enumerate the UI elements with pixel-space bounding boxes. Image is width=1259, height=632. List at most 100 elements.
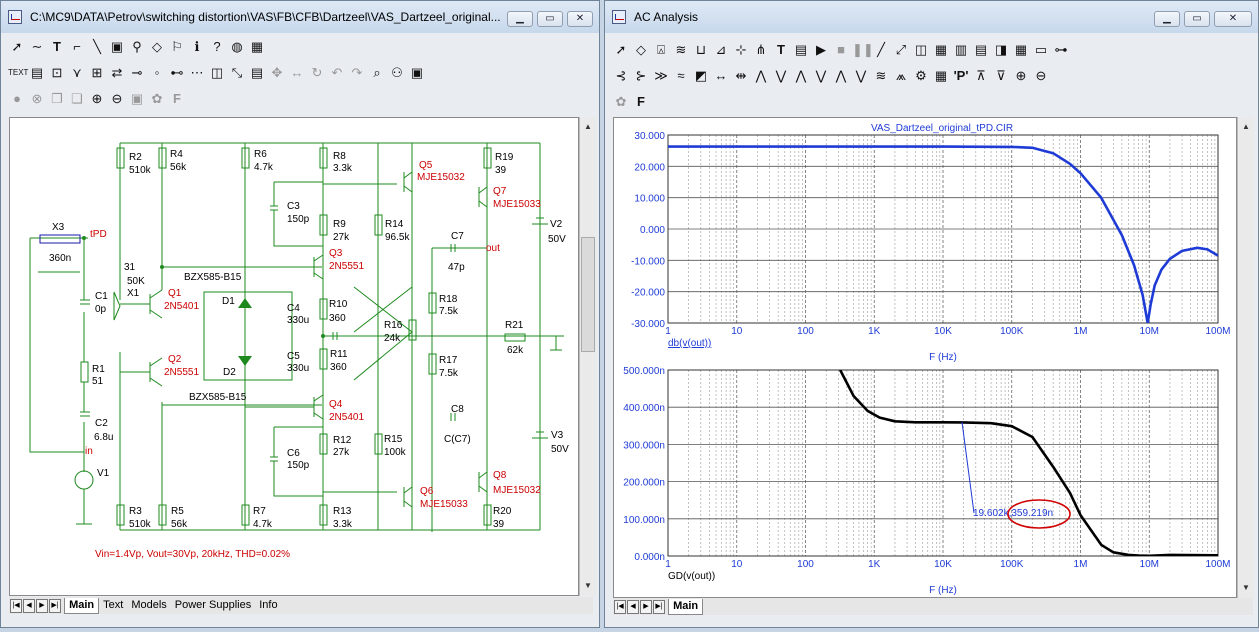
text-tool-icon[interactable]: T: [53, 39, 61, 54]
binoculars-icon[interactable]: ⚇: [391, 65, 403, 80]
flag-icon[interactable]: ⚐: [171, 39, 183, 54]
tab-text[interactable]: Text: [103, 599, 124, 611]
scroll-up-arrow-icon[interactable]: ▲: [584, 122, 592, 131]
cursor-h2-icon[interactable]: ⇹: [735, 68, 747, 83]
step2-icon[interactable]: ↷: [351, 65, 363, 80]
zoom-out-icon[interactable]: ⊖: [1035, 68, 1047, 83]
help-icon[interactable]: ?: [213, 39, 221, 54]
properties-icon[interactable]: ▤: [250, 65, 264, 80]
stretch-icon[interactable]: ↔: [290, 65, 304, 80]
tag-mode2-icon[interactable]: ⊽: [996, 68, 1006, 83]
point-tag-icon[interactable]: ⊹: [735, 42, 747, 57]
pin-connections-icon[interactable]: ⊸: [131, 65, 143, 80]
analysis-close-button[interactable]: ✕: [1214, 11, 1252, 27]
move-icon[interactable]: ✥: [271, 65, 283, 80]
valley2-icon[interactable]: ⋁: [815, 68, 827, 83]
peak2-icon[interactable]: ⋀: [795, 68, 807, 83]
font-icon[interactable]: F: [173, 91, 181, 106]
last-page-icon[interactable]: ▶|: [653, 600, 665, 614]
camera-icon[interactable]: ▣: [130, 91, 144, 106]
scroll-down-arrow-icon[interactable]: ▼: [584, 581, 592, 590]
mirror-icon[interactable]: ⤡: [231, 65, 243, 80]
diag-wire-icon[interactable]: ╲: [93, 39, 101, 54]
analysis-title-bar[interactable]: AC Analysis ▁ ▭ ✕: [605, 1, 1258, 33]
step-icon[interactable]: ↶: [331, 65, 343, 80]
table1-icon[interactable]: ▥: [954, 42, 968, 57]
font-icon[interactable]: F: [637, 94, 645, 109]
prev-page-icon[interactable]: ◀: [23, 599, 35, 613]
schematic-canvas[interactable]: R2 510k R4 56k R6 4.7k R8 3.3k Q5 MJE150…: [9, 117, 579, 596]
page-icon[interactable]: ◫: [210, 65, 224, 80]
schematic-title-bar[interactable]: C:\MC9\DATA\Petrov\switching distortion\…: [1, 1, 599, 33]
wave-icon[interactable]: ≈: [677, 68, 685, 83]
scroll-down-arrow-icon[interactable]: ▼: [1242, 583, 1250, 592]
tab-main[interactable]: Main: [64, 598, 100, 614]
close-button[interactable]: ✕: [567, 11, 593, 27]
window-icon[interactable]: ◫: [914, 42, 928, 57]
run-icon[interactable]: ▶: [816, 42, 826, 57]
maximize-button[interactable]: ▭: [537, 11, 563, 27]
on-icon[interactable]: ◦: [154, 65, 160, 80]
notes-icon[interactable]: ▣: [410, 65, 424, 80]
next-page-icon[interactable]: ▶: [640, 600, 652, 614]
palette-icon[interactable]: ✿: [615, 94, 627, 109]
cancel-icon[interactable]: ⊗: [31, 91, 43, 106]
shapes-icon[interactable]: ◇: [636, 42, 646, 57]
analysis-minimize-button[interactable]: ▁: [1154, 11, 1180, 27]
copy-icon[interactable]: ❐: [51, 91, 63, 106]
select-arrow-icon[interactable]: ➚: [11, 39, 23, 54]
table4-icon[interactable]: ▦: [1014, 42, 1028, 57]
grid-icon[interactable]: ▦: [934, 42, 948, 57]
table2-icon[interactable]: ▤: [974, 42, 988, 57]
line2-icon[interactable]: ⤢: [895, 42, 907, 57]
rotate-icon[interactable]: ↻: [311, 65, 323, 80]
last-page-icon[interactable]: ▶|: [49, 599, 61, 613]
tag-icon[interactable]: ⊿: [715, 42, 727, 57]
pause-icon[interactable]: ❚❚: [852, 42, 874, 57]
properties-icon[interactable]: ▤: [794, 42, 808, 57]
text-tool-icon[interactable]: T: [777, 42, 785, 57]
tag-mode-icon[interactable]: ⊼: [976, 68, 986, 83]
analysis-maximize-button[interactable]: ▭: [1184, 11, 1210, 27]
dots-icon[interactable]: ⋯: [190, 65, 204, 80]
tab-power-supplies[interactable]: Power Supplies: [174, 599, 252, 611]
chart-icon[interactable]: ◩: [694, 68, 708, 83]
wire-icon[interactable]: ∼: [31, 39, 43, 54]
schematic-vertical-scrollbar[interactable]: ▲ ▼: [579, 117, 596, 596]
grid-color-icon[interactable]: ▦: [250, 39, 264, 54]
text-mode-icon[interactable]: TEXT: [8, 68, 29, 77]
tab-models[interactable]: Models: [131, 599, 167, 611]
low-icon[interactable]: ⋁: [855, 68, 867, 83]
global-high-icon[interactable]: ⩕: [895, 68, 907, 83]
zoom-in-icon[interactable]: ⊕: [1015, 68, 1027, 83]
bus-icon[interactable]: ⊷: [170, 65, 184, 80]
info-icon[interactable]: ℹ: [194, 39, 200, 54]
select-arrow-icon[interactable]: ➚: [615, 42, 627, 57]
node-icon[interactable]: ⋎: [72, 65, 82, 80]
cursor-h-icon[interactable]: ↔: [714, 68, 728, 83]
find-icon[interactable]: ⌕: [373, 65, 381, 80]
table-icon[interactable]: ▦: [934, 68, 948, 83]
scale-icon[interactable]: ⍓: [657, 42, 665, 57]
minimize-button[interactable]: ▁: [507, 11, 533, 27]
orth-wire-icon[interactable]: ⌐: [73, 39, 81, 54]
table3-icon[interactable]: ◨: [994, 42, 1008, 57]
paste-icon[interactable]: ❏: [71, 91, 83, 106]
shapes-icon[interactable]: ◇: [152, 39, 162, 54]
palette-icon[interactable]: ✿: [151, 91, 163, 106]
first-page-icon[interactable]: |◀: [10, 599, 22, 613]
pin-icon[interactable]: ⚲: [132, 39, 142, 54]
valley-icon[interactable]: ⋁: [775, 68, 787, 83]
panel-icon[interactable]: ▭: [1034, 42, 1048, 57]
globe-icon[interactable]: ◍: [231, 39, 243, 54]
tab-info[interactable]: Info: [259, 599, 278, 611]
zoom-in-icon[interactable]: ⊕: [91, 91, 103, 106]
stop-icon[interactable]: ■: [837, 42, 845, 57]
line-icon[interactable]: ╱: [877, 42, 885, 57]
inflect-icon[interactable]: ≋: [875, 68, 887, 83]
probe-icon[interactable]: ⊡: [51, 65, 63, 80]
prev-page-icon[interactable]: ◀: [627, 600, 639, 614]
waveform-icon[interactable]: ≋: [675, 42, 687, 57]
cursor-right-icon[interactable]: ⊱: [635, 68, 647, 83]
next-page-icon[interactable]: ▶: [36, 599, 48, 613]
